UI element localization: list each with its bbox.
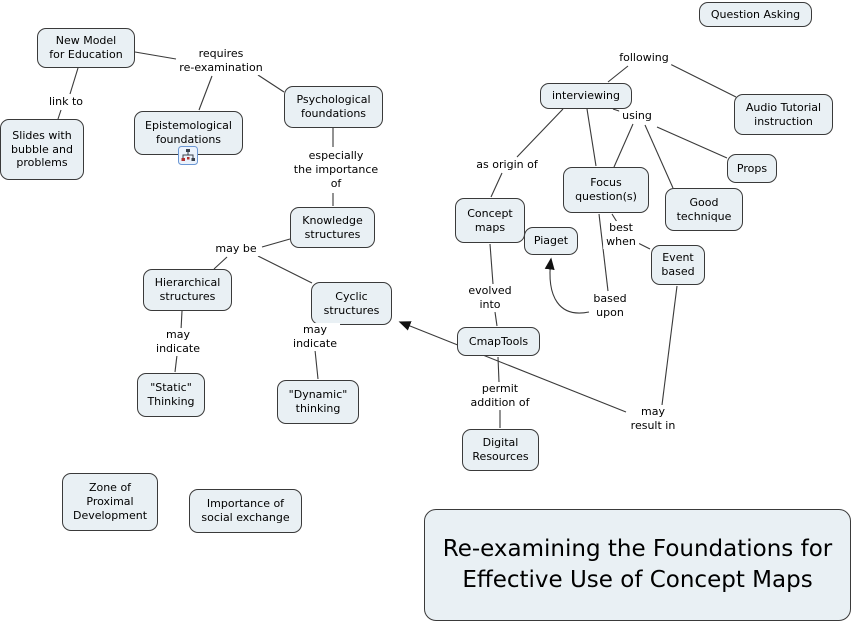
connector-curve	[544, 257, 590, 314]
concept-node-focus-questions[interactable]: Focus question(s)	[563, 167, 649, 213]
linking-phrase-may-be[interactable]: may be	[212, 242, 260, 256]
concept-node-interviewing[interactable]: interviewing	[540, 83, 632, 109]
connector-line	[586, 108, 597, 167]
linking-phrase-link-to[interactable]: link to	[46, 95, 86, 109]
concept-node-slides-bubble[interactable]: Slides with bubble and problems	[0, 119, 84, 180]
connector-line	[257, 74, 285, 93]
connector-line	[613, 123, 634, 168]
linking-phrase-following[interactable]: following	[616, 51, 672, 65]
concept-node-hierarchical-structures[interactable]: Hierarchical structures	[143, 269, 232, 311]
connector-line	[661, 285, 678, 406]
connector-line	[656, 126, 728, 159]
connector-line	[314, 349, 319, 380]
connector-line	[398, 321, 627, 413]
connector-line	[213, 256, 228, 270]
linking-phrase-as-origin-of[interactable]: as origin of	[473, 158, 541, 172]
connector-line	[490, 172, 503, 198]
concept-node-static-thinking[interactable]: "Static" Thinking	[137, 373, 205, 417]
connector-line	[174, 354, 178, 373]
connector-line	[261, 238, 291, 248]
connector-line	[494, 311, 498, 327]
concept-node-event-based[interactable]: Event based	[651, 245, 705, 285]
connector-line	[180, 310, 183, 331]
linking-phrase-best-when[interactable]: best when	[603, 221, 639, 249]
linking-phrase-especially-importance[interactable]: especially the importance of	[290, 149, 382, 191]
concept-node-cmaptools[interactable]: CmapTools	[457, 327, 540, 356]
connector-line	[69, 67, 79, 95]
concept-node-knowledge-structures[interactable]: Knowledge structures	[290, 207, 375, 248]
linking-phrase-may-indicate-left[interactable]: may indicate	[153, 328, 203, 356]
connector-line	[257, 255, 313, 284]
connector-line	[57, 109, 62, 120]
cmap-resource-icon[interactable]	[178, 146, 198, 165]
linking-phrase-using[interactable]: using	[619, 109, 655, 123]
concept-node-importance-social[interactable]: Importance of social exchange	[189, 489, 302, 533]
connector-line	[644, 124, 674, 189]
concept-node-good-technique[interactable]: Good technique	[665, 188, 743, 231]
concept-node-question-asking[interactable]: Question Asking	[699, 2, 812, 27]
linking-phrase-based-upon[interactable]: based upon	[590, 292, 630, 320]
connector-line	[669, 63, 737, 98]
connector-line	[134, 51, 177, 60]
concept-node-props[interactable]: Props	[727, 154, 777, 183]
concept-node-audio-tutorial[interactable]: Audio Tutorial instruction	[734, 94, 833, 135]
linking-phrase-requires-reexamination[interactable]: requires re-examination	[176, 47, 266, 75]
linking-phrase-permit-addition[interactable]: permit addition of	[467, 382, 533, 410]
concept-node-piaget[interactable]: Piaget	[524, 227, 578, 255]
concept-node-cyclic-structures[interactable]: Cyclic structures	[311, 282, 392, 325]
connector-line	[598, 213, 609, 292]
linking-phrase-may-indicate-right[interactable]: may indicate	[290, 323, 340, 351]
concept-node-digital-resources[interactable]: Digital Resources	[462, 429, 539, 471]
connector-line	[611, 213, 618, 223]
map-title-node[interactable]: Re-examining the Foundations for Effecti…	[424, 509, 851, 621]
connector-line	[516, 108, 564, 158]
concept-node-concept-maps[interactable]: Concept maps	[455, 198, 525, 243]
connector-line	[607, 65, 629, 83]
concept-node-new-model[interactable]: New Model for Education	[37, 28, 135, 68]
concept-node-zone-proximal[interactable]: Zone of Proximal Development	[62, 473, 158, 531]
linking-phrase-evolved-into[interactable]: evolved into	[465, 284, 515, 312]
connector-line	[489, 243, 494, 285]
concept-node-dynamic-thinking[interactable]: "Dynamic" thinking	[277, 380, 359, 424]
linking-phrase-may-result-in[interactable]: may result in	[627, 405, 679, 433]
connector-line	[637, 242, 651, 250]
concept-node-psychological-foundations[interactable]: Psychological foundations	[284, 86, 383, 128]
connector-line	[198, 75, 213, 111]
